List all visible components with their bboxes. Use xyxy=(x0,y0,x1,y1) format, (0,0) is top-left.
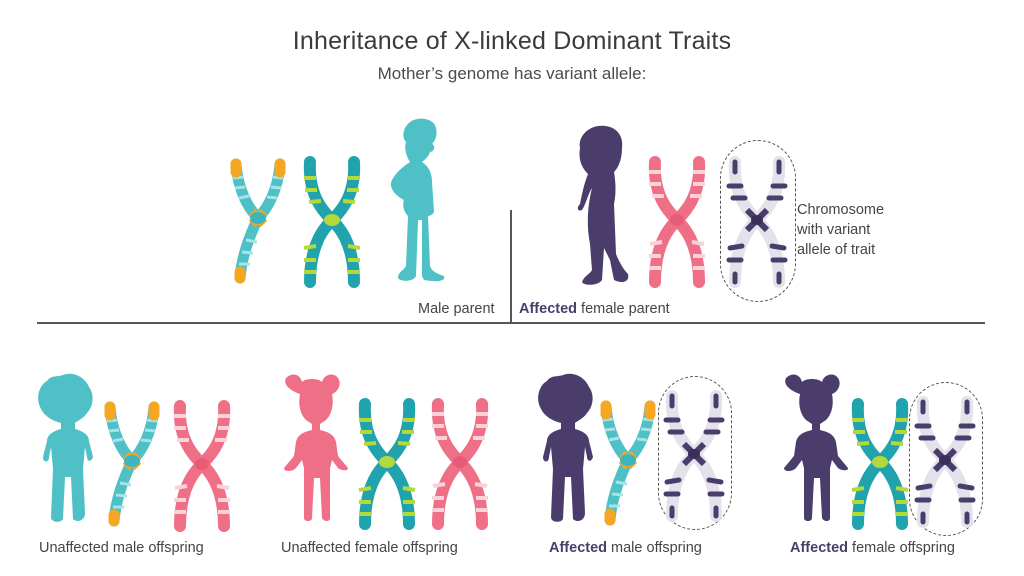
x-chromosome-variant-icon xyxy=(727,158,787,286)
variant-highlight-outline xyxy=(909,382,983,536)
offspring-label-text: female offspring xyxy=(848,540,955,556)
variant-legend: Chromosome with variant allele of trait xyxy=(797,200,884,260)
offspring-label-text: male offspring xyxy=(607,540,702,556)
man-silhouette-icon xyxy=(390,118,445,282)
x-chromosome-teal-icon xyxy=(357,400,417,528)
variant-highlight-outline xyxy=(658,376,732,530)
offspring-label-3: Affected male offspring xyxy=(549,540,702,556)
x-chromosome-pink-icon xyxy=(172,402,232,530)
y-chromosome-icon xyxy=(230,160,290,285)
offspring-label-4: Affected female offspring xyxy=(790,540,955,556)
affected-emphasis: Affected xyxy=(519,301,578,317)
girl-silhouette-icon xyxy=(284,374,348,521)
affected-emphasis: Affected xyxy=(549,540,608,556)
y-chromosome-icon xyxy=(600,402,660,527)
legend-line-3: allele of trait xyxy=(797,242,876,258)
boy-silhouette-icon xyxy=(38,373,93,522)
woman-silhouette-icon xyxy=(577,125,629,285)
x-chromosome-variant-icon xyxy=(915,398,975,526)
x-chromosome-teal-icon xyxy=(302,158,362,286)
generation-divider xyxy=(37,322,985,324)
x-chromosome-pink-icon xyxy=(430,400,490,528)
offspring-label-1: Unaffected male offspring xyxy=(39,540,204,556)
x-chromosome-pink-icon xyxy=(647,158,707,286)
affected-emphasis: Affected xyxy=(790,540,849,556)
boy-silhouette-icon xyxy=(538,373,593,522)
male-parent-label: Male parent xyxy=(418,301,495,317)
offspring-label-text: Unaffected female offspring xyxy=(281,540,458,556)
variant-highlight-outline xyxy=(720,140,796,302)
parent-divider-vertical xyxy=(510,210,512,323)
offspring-label-2: Unaffected female offspring xyxy=(281,540,458,556)
page-title: Inheritance of X-linked Dominant Traits xyxy=(292,27,732,55)
x-chromosome-variant-icon xyxy=(664,392,724,520)
offspring-label-text: Unaffected male offspring xyxy=(39,540,204,556)
female-parent-label: Affected female parent xyxy=(519,301,670,317)
page-subtitle: Mother’s genome has variant allele: xyxy=(377,64,647,83)
y-chromosome-icon xyxy=(104,403,164,528)
girl-silhouette-icon xyxy=(784,374,848,521)
legend-line-2: with variant xyxy=(797,222,871,238)
x-chromosome-teal-icon xyxy=(850,400,910,528)
legend-line-1: Chromosome xyxy=(797,202,885,218)
female-parent-text: female parent xyxy=(577,301,670,317)
